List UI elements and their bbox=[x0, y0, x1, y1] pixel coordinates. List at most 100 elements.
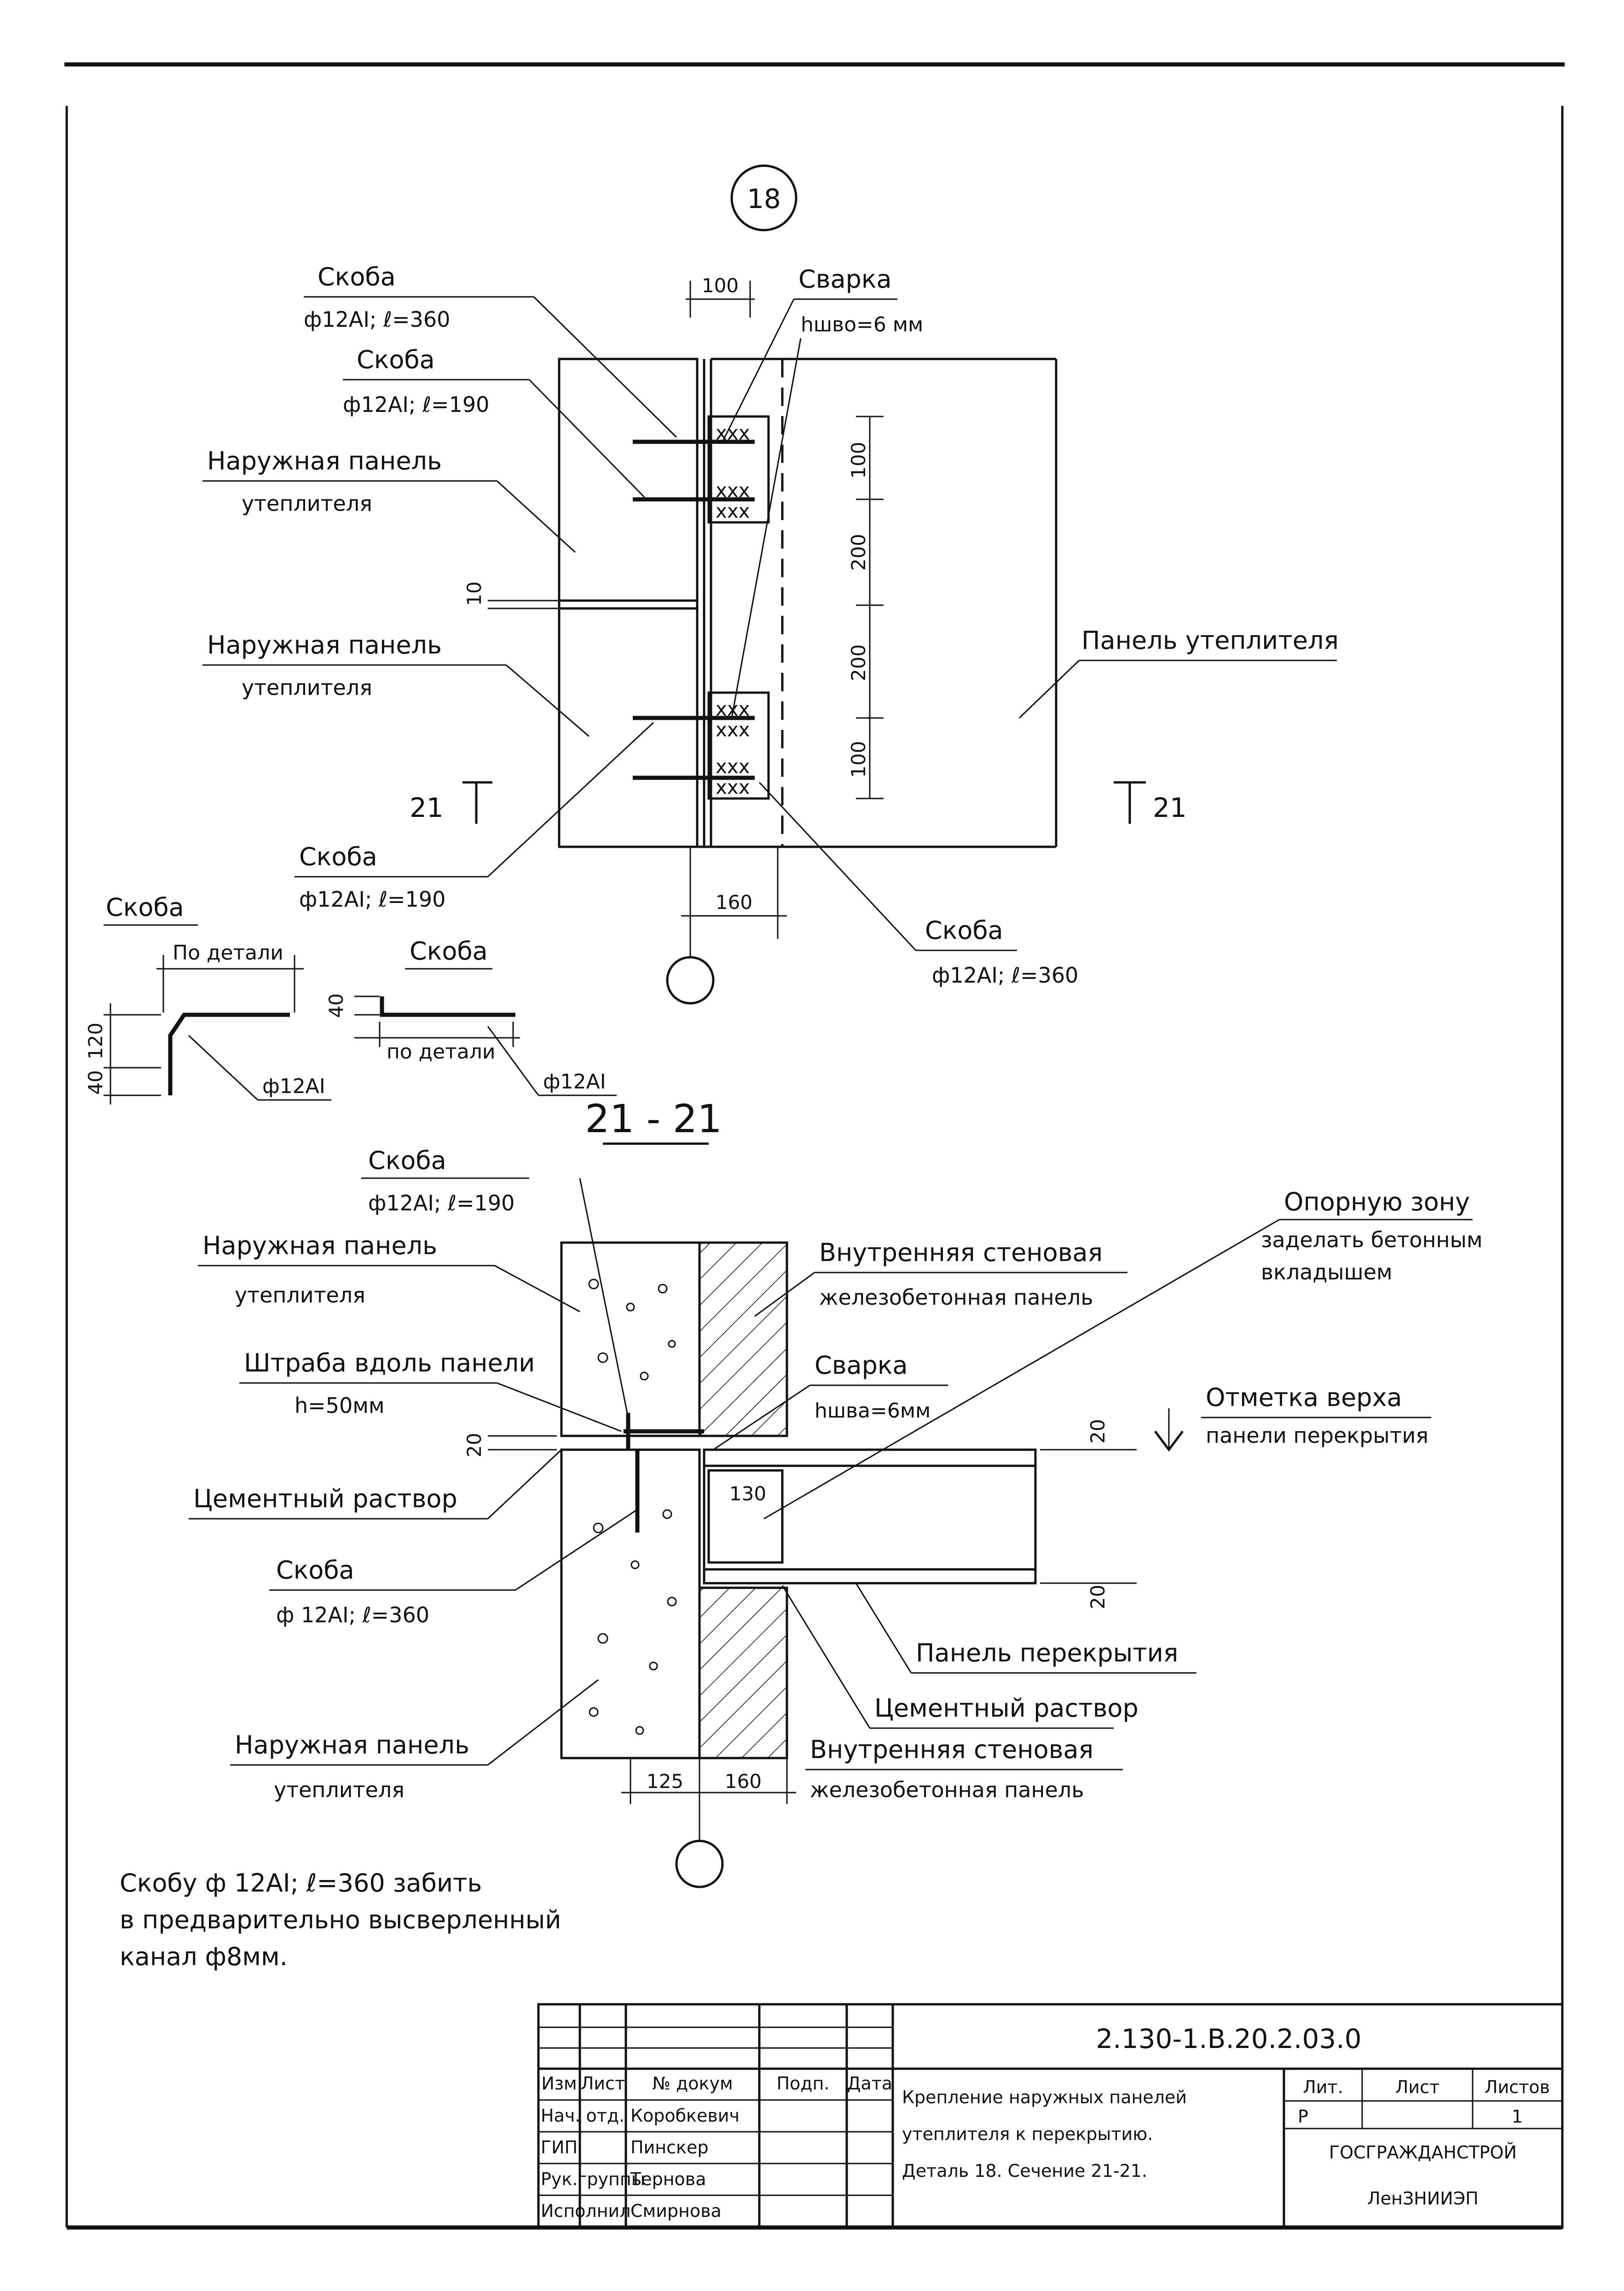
sec-label-svarka-title: Сварка bbox=[815, 1351, 908, 1380]
sec-label-support-1: Опорную зону bbox=[1284, 1187, 1470, 1216]
inner-panel-upper bbox=[698, 1241, 788, 1437]
label-skoba1-title: Скоба bbox=[318, 262, 396, 291]
detail-number-circle bbox=[730, 164, 798, 231]
sketch-b-length: по детали bbox=[387, 1040, 495, 1064]
sketch-b-bar: ф12АI bbox=[543, 1070, 606, 1093]
sketch-a-bar: ф12АI bbox=[262, 1075, 325, 1098]
listov-value: 1 bbox=[1512, 2106, 1523, 2127]
svg-text:xxx: xxx bbox=[716, 755, 750, 778]
label-svarka-title: Сварка bbox=[798, 265, 892, 294]
row-role-1: Нач. отд. bbox=[541, 2106, 624, 2126]
sec-label-support-2: заделать бетонным bbox=[1261, 1227, 1483, 1252]
note-line-2: в предварительно высверленный bbox=[120, 1905, 561, 1934]
label-panel-mid-2: утеплителя bbox=[242, 675, 372, 700]
label-panel-top-2: утеплителя bbox=[242, 491, 372, 516]
sec-dim-130: 130 bbox=[729, 1482, 766, 1505]
row-role-4: Исполнил bbox=[541, 2201, 631, 2221]
svg-text:xxx: xxx bbox=[716, 500, 750, 522]
row-role-2: ГИП bbox=[541, 2137, 578, 2158]
sec-dim-160: 160 bbox=[725, 1770, 762, 1793]
sec-label-inner-panel-b1: Внутренняя стеновая bbox=[810, 1735, 1093, 1764]
sketch-a-h1: 120 bbox=[84, 1023, 107, 1059]
sec-label-mark-2: панели перекрытия bbox=[1206, 1423, 1428, 1448]
sec-label-outer-panel-b1: Наружная панель bbox=[235, 1730, 469, 1759]
sec-label-outer-panel-b2: утеплителя bbox=[274, 1777, 405, 1802]
list-label: Лист bbox=[1395, 2077, 1439, 2097]
doc-code: 2.130-1.В.20.2.03.0 bbox=[1096, 2023, 1361, 2054]
sec-label-skoba-bot-spec: ф 12АI; ℓ=360 bbox=[276, 1603, 429, 1627]
sketch-b-h: 40 bbox=[325, 993, 347, 1018]
dim-gap: 10 bbox=[463, 581, 485, 606]
dim-bottom-width: 160 bbox=[716, 891, 752, 914]
detail-number: 18 bbox=[747, 183, 781, 214]
axis-circle-bottom bbox=[675, 1840, 724, 1888]
sec-label-skoba-top-spec: ф12АI; ℓ=190 bbox=[368, 1191, 514, 1215]
sec-label-inner-panel-2: железобетонная панель bbox=[819, 1285, 1093, 1310]
weld-plate-bottom bbox=[707, 691, 770, 800]
label-skoba4-title: Скоба bbox=[925, 916, 1003, 945]
floor-slab bbox=[703, 1448, 1037, 1585]
col-list: Лист bbox=[581, 2073, 625, 2094]
title-block: 2.130-1.В.20.2.03.0 Изм Лист № докум Под… bbox=[537, 2003, 1564, 2229]
label-skoba2-spec: ф12АI; ℓ=190 bbox=[343, 392, 489, 417]
label-panel-right: Панель утеплителя bbox=[1081, 626, 1339, 655]
section-title: 21 - 21 bbox=[585, 1096, 722, 1141]
listov-label: Листов bbox=[1485, 2077, 1550, 2097]
row-name-1: Коробкевич bbox=[630, 2106, 740, 2126]
section-mark-left: 21 bbox=[410, 792, 444, 823]
row-name-2: Пинскер bbox=[630, 2137, 708, 2158]
inner-panel-lower bbox=[698, 1586, 788, 1759]
sec-label-outer-panel-1: Наружная панель bbox=[202, 1231, 437, 1260]
outer-panel-lower bbox=[560, 1448, 701, 1759]
label-svarka-spec: hшво=6 мм bbox=[801, 313, 923, 336]
title-line-3: Деталь 18. Сечение 21-21. bbox=[902, 2161, 1147, 2181]
lit-value: Р bbox=[1298, 2106, 1308, 2127]
sec-label-slab: Панель перекрытия bbox=[916, 1638, 1178, 1667]
sec-dim-125: 125 bbox=[647, 1770, 683, 1793]
detail-18: 18 xxx xxx xxx xxx xxx xxx xxx bbox=[202, 164, 1339, 1005]
title-line-1: Крепление наружных панелей bbox=[902, 2087, 1187, 2107]
sec-label-inner-panel-b2: железобетонная панель bbox=[810, 1777, 1084, 1802]
label-skoba2-title: Скоба bbox=[357, 345, 435, 374]
outer-panel-upper bbox=[560, 1241, 701, 1437]
col-doc: № докум bbox=[652, 2073, 733, 2094]
sketch-a-title: Скоба bbox=[106, 893, 184, 922]
axis-circle-top bbox=[666, 956, 715, 1005]
sec-label-cement-left: Цементный раствор bbox=[193, 1484, 457, 1513]
label-skoba3-title: Скоба bbox=[299, 842, 377, 871]
sketch-a-length: По детали bbox=[173, 941, 283, 965]
sec-label-groove-2: h=50мм bbox=[295, 1393, 385, 1418]
sec-label-cement-right: Цементный раствор bbox=[874, 1694, 1139, 1723]
sec-dim-20-bottom: 20 bbox=[1087, 1585, 1109, 1609]
sec-label-inner-panel-1: Внутренняя стеновая bbox=[819, 1238, 1103, 1267]
svg-text:xxx: xxx bbox=[716, 718, 750, 741]
note-line-1: Скобу ф 12АI; ℓ=360 забить bbox=[120, 1869, 482, 1898]
sketch-b-title: Скоба bbox=[410, 937, 488, 966]
sketch-a-h2: 40 bbox=[84, 1070, 107, 1094]
col-izm: Изм bbox=[541, 2073, 577, 2094]
sec-label-skoba-top-title: Скоба bbox=[368, 1146, 446, 1175]
label-skoba4-spec: ф12АI; ℓ=360 bbox=[932, 963, 1078, 988]
org-name-1: ГОСГРАЖДАНСТРОЙ bbox=[1329, 2142, 1517, 2163]
dim-top-width: 100 bbox=[702, 274, 739, 297]
note: Скобу ф 12АI; ℓ=360 забить в предварител… bbox=[120, 1869, 561, 1971]
dim-v4: 100 bbox=[847, 741, 870, 778]
label-skoba3-spec: ф12АI; ℓ=190 bbox=[299, 887, 445, 912]
sec-label-support-3: вкладышем bbox=[1261, 1260, 1393, 1284]
label-skoba1-spec: ф12АI; ℓ=360 bbox=[304, 307, 450, 332]
section-21-21: 21 - 21 20 20 bbox=[189, 1096, 1483, 1888]
weld-plate-top bbox=[707, 415, 770, 524]
col-sign: Подп. bbox=[776, 2073, 829, 2094]
dim-v1: 100 bbox=[847, 442, 870, 479]
label-panel-top-1: Наружная панель bbox=[207, 446, 442, 475]
sec-label-mark-1: Отметка верха bbox=[1206, 1383, 1402, 1412]
row-role-3: Рук.группы bbox=[541, 2169, 645, 2189]
staple-sketches: Скоба По детали 120 40 ф12АI Скоба 40 по… bbox=[84, 893, 617, 1105]
lit-label: Лит. bbox=[1303, 2077, 1343, 2097]
sheet-frame bbox=[64, 62, 1565, 2230]
note-line-3: канал ф8мм. bbox=[120, 1942, 288, 1971]
section-mark-right: 21 bbox=[1153, 792, 1187, 823]
label-panel-mid-1: Наружная панель bbox=[207, 631, 442, 660]
row-name-3: Тернова bbox=[630, 2169, 706, 2189]
